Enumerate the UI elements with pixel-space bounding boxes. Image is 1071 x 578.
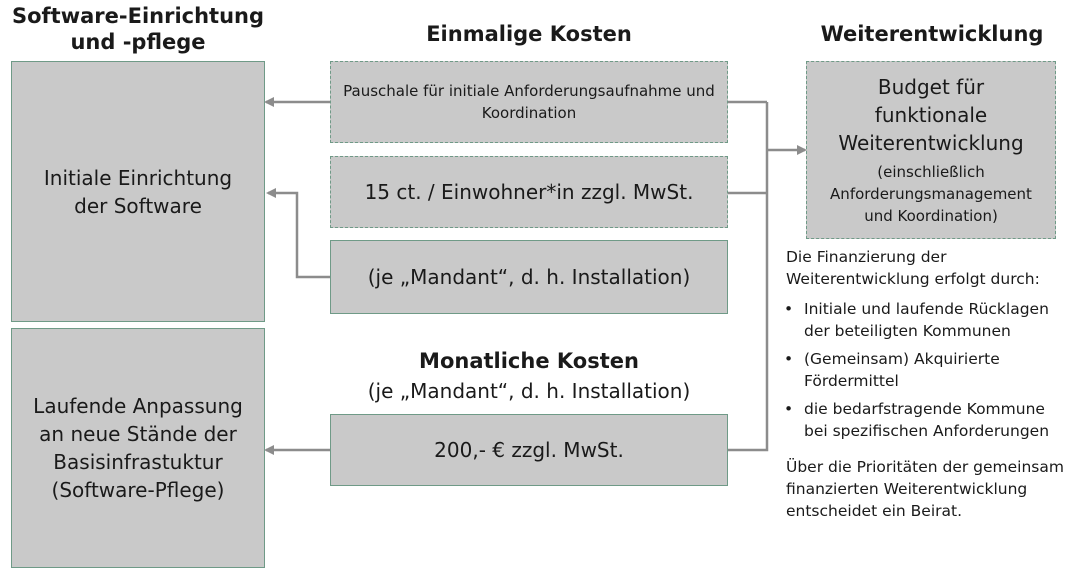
bullet-icon: • — [784, 400, 794, 418]
list-item-text: (Gemeinsam) Akquirierte Fördermittel — [804, 350, 1000, 390]
box-software-maintenance-label: Laufende Anpassung an neue Stände der Ba… — [33, 394, 243, 502]
box-software-maintenance: Laufende Anpassung an neue Stände der Ba… — [11, 328, 265, 568]
box-initial-setup: Initiale Einrichtung der Software — [11, 61, 265, 322]
box-initial-setup-label: Initiale Einrichtung der Software — [43, 165, 233, 218]
list-item: • (Gemeinsam) Akquirierte Fördermittel — [782, 348, 1068, 392]
list-item-text: die bedarfstragende Kommune bei spezifis… — [804, 400, 1050, 440]
list-item-text: Initiale und laufende Rücklagen der bete… — [804, 300, 1049, 340]
box-per-resident-fee: 15 ct. / Einwohner*in zzgl. MwSt. — [330, 156, 728, 228]
box-monthly-fee: 200,- € zzgl. MwSt. — [330, 414, 728, 486]
list-item: • die bedarfstragende Kommune bei spezifi… — [782, 398, 1068, 442]
box-flat-fee: Pauschale für initiale Anforderungsaufna… — [330, 61, 728, 143]
box-flat-fee-label: Pauschale für initiale Anforderungsaufna… — [343, 82, 715, 122]
header-monthly-costs-subtitle: (je „Mandant“, d. h. Installation) — [367, 379, 691, 403]
budget-title: Budget für funktionale Weiterentwicklung — [838, 75, 1024, 155]
box-development-budget: Budget für funktionale Weiterentwicklung… — [806, 61, 1056, 239]
box-per-client: (je „Mandant“, d. h. Installation) — [330, 240, 728, 314]
header-further-development: Weiterentwicklung — [820, 22, 1044, 46]
list-item: • Initiale und laufende Rücklagen der bet… — [782, 298, 1068, 342]
bullet-icon: • — [784, 300, 794, 318]
financing-intro: Die Finanzierung der Weiterentwicklung e… — [786, 248, 1040, 288]
bullet-icon: • — [784, 350, 794, 368]
budget-subtitle: (einschließlich Anforderungsmanagement u… — [830, 163, 1032, 225]
arrow-per-client-to-setup — [266, 188, 330, 279]
box-per-resident-fee-label: 15 ct. / Einwohner*in zzgl. MwSt. — [364, 180, 694, 204]
box-monthly-fee-label: 200,- € zzgl. MwSt. — [434, 438, 624, 462]
financing-outro: Über die Prioritäten der gemeinsam finan… — [786, 458, 1064, 520]
header-monthly-costs: Monatliche Kosten — [419, 349, 639, 373]
header-software-setup: Software-Einrichtung und -pflege — [11, 4, 265, 54]
box-per-client-label: (je „Mandant“, d. h. Installation) — [367, 265, 691, 289]
connector-monthly-to-bus — [728, 102, 769, 452]
header-one-time-costs: Einmalige Kosten — [426, 22, 632, 46]
financing-list: • Initiale und laufende Rücklagen der bet… — [782, 298, 1068, 448]
